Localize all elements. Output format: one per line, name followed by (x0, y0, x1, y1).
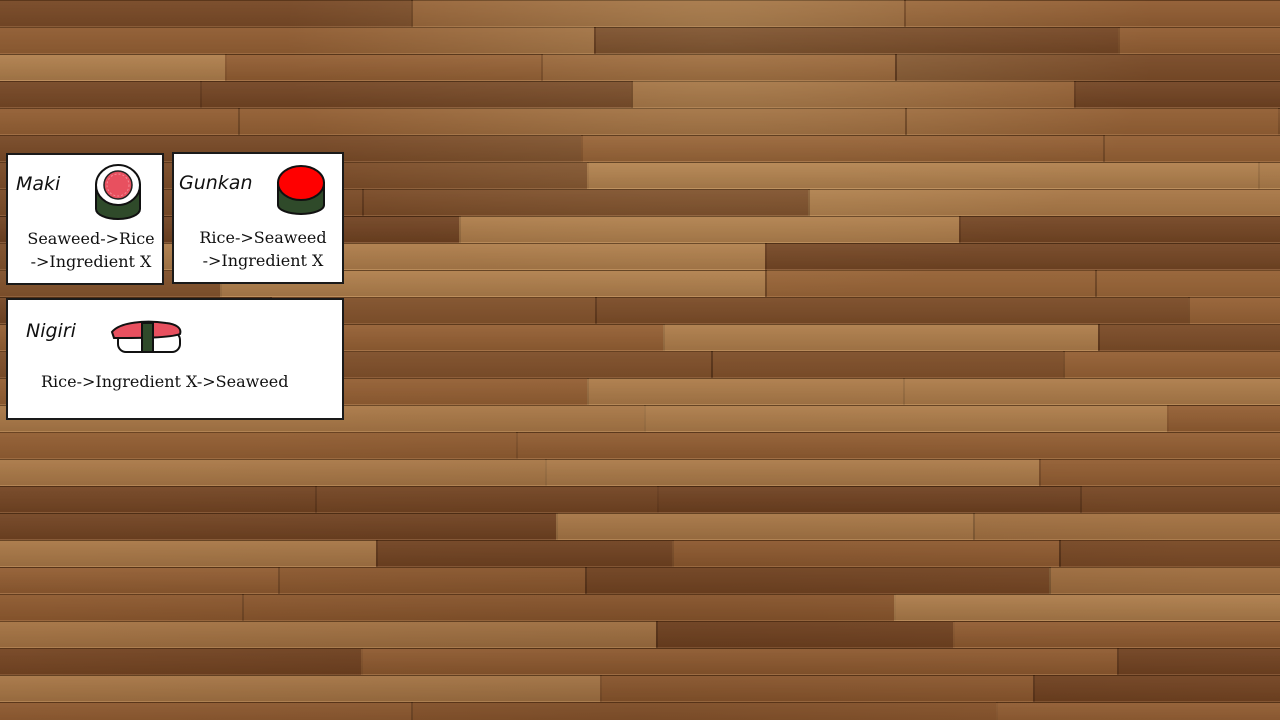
floor-plank (1278, 108, 1280, 135)
floor-plank (1188, 297, 1280, 324)
floor-plank (1080, 486, 1280, 513)
floor-plank (657, 486, 1080, 513)
gunkan-recipe-line-1: Rice->Seaweed (199, 228, 327, 247)
floor-plank (905, 108, 1278, 135)
floor-plank (0, 675, 600, 702)
nigiri-icon (110, 320, 184, 354)
floor-plank (0, 621, 656, 648)
floor-plank (765, 243, 1280, 270)
floor-plank (1059, 540, 1280, 567)
floor-plank (225, 54, 541, 81)
floor-plank (541, 54, 895, 81)
floor-plank (672, 540, 1059, 567)
floor-plank (0, 0, 411, 27)
floor-plank (376, 540, 672, 567)
floor-plank (895, 54, 1280, 81)
floor-plank (644, 405, 1167, 432)
floor-plank (556, 513, 973, 540)
floor-plank (904, 0, 1280, 27)
floor-plank (631, 81, 1074, 108)
floor-plank (0, 513, 556, 540)
maki-recipe-card: Maki Seaweed->Rice ->Ingredient X (6, 153, 164, 285)
floor-plank (362, 189, 808, 216)
floor-plank (0, 81, 200, 108)
floor-plank (973, 513, 1280, 540)
floor-plank (711, 351, 1063, 378)
maki-recipe-line-1: Seaweed->Rice (27, 229, 155, 248)
floor-plank (411, 702, 996, 720)
floor-plank (585, 567, 1049, 594)
floor-plank (0, 108, 238, 135)
gunkan-recipe-card: Gunkan Rice->Seaweed ->Ingredient X (172, 152, 344, 284)
floor-plank (0, 486, 315, 513)
floor-plank (1167, 405, 1280, 432)
floor-plank (581, 135, 1103, 162)
floor-plank (953, 621, 1280, 648)
floor-plank (1258, 162, 1280, 189)
floor-plank (1095, 270, 1280, 297)
floor-plank (200, 81, 631, 108)
gunkan-recipe-text: Rice->Seaweed ->Ingredient X (192, 226, 334, 272)
floor-plank (959, 216, 1280, 243)
floor-plank (0, 27, 594, 54)
floor-plank (1039, 459, 1280, 486)
floor-plank (1098, 324, 1280, 351)
floor-plank (0, 648, 361, 675)
floor-plank (1117, 648, 1280, 675)
floor-plank (765, 270, 1095, 297)
floor-plank (545, 459, 1039, 486)
floor-plank (656, 621, 953, 648)
floor-plank (1074, 81, 1280, 108)
nigiri-title: Nigiri (26, 320, 76, 342)
maki-recipe-text: Seaweed->Rice ->Ingredient X (24, 227, 158, 273)
maki-recipe-line-2: ->Ingredient X (30, 252, 152, 271)
floor-plank (0, 567, 278, 594)
gunkan-icon (276, 163, 326, 217)
floor-plank (587, 378, 903, 405)
floor-plank (516, 432, 1280, 459)
nigiri-recipe-card: Nigiri Rice->Ingredient X->Seaweed (6, 298, 344, 420)
floor-plank (595, 297, 1188, 324)
floor-plank (1033, 675, 1280, 702)
floor-plank (587, 162, 1258, 189)
floor-plank (996, 702, 1280, 720)
floor-plank (238, 108, 905, 135)
floor-plank (1118, 27, 1280, 54)
maki-title: Maki (16, 173, 61, 195)
floor-plank (1049, 567, 1280, 594)
floor-plank (411, 0, 904, 27)
floor-plank (278, 567, 585, 594)
floor-plank (0, 54, 225, 81)
floor-plank (600, 675, 1033, 702)
maki-roll-icon (94, 161, 142, 221)
floor-plank (0, 459, 545, 486)
floor-plank (361, 648, 1117, 675)
floor-plank (663, 324, 1098, 351)
floor-plank (0, 702, 411, 720)
floor-plank (1063, 351, 1280, 378)
floor-plank (0, 594, 242, 621)
floor-plank (594, 27, 1118, 54)
floor-plank (0, 432, 516, 459)
floor-plank (459, 216, 959, 243)
floor-plank (0, 540, 376, 567)
floor-plank (315, 486, 657, 513)
nigiri-recipe-text: Rice->Ingredient X->Seaweed (41, 372, 289, 391)
gunkan-recipe-line-2: ->Ingredient X (202, 251, 324, 270)
floor-plank (903, 378, 1280, 405)
floor-plank (242, 594, 894, 621)
gunkan-title: Gunkan (179, 172, 253, 194)
floor-plank (894, 594, 1280, 621)
floor-plank (808, 189, 1280, 216)
floor-plank (1103, 135, 1280, 162)
